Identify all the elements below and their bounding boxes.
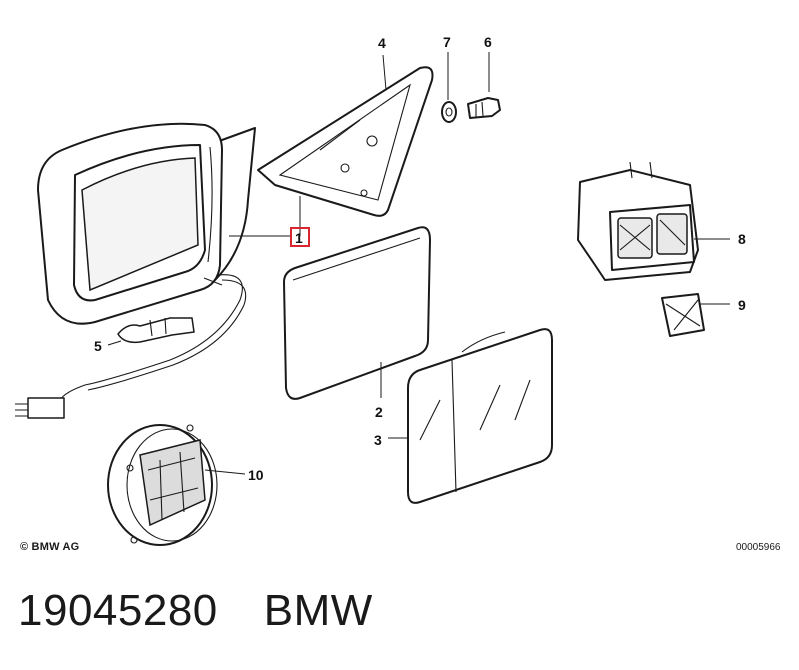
cable-clip	[117, 317, 195, 344]
switch-button	[661, 293, 705, 337]
callout-10: 10	[248, 467, 264, 483]
wiring-harness	[15, 274, 247, 419]
copyright-notice: © BMW AG	[20, 541, 80, 553]
callout-6: 6	[484, 34, 492, 50]
washer	[441, 101, 457, 123]
brand-name: BMW	[263, 586, 373, 635]
part-caption: 19045280 BMW	[18, 586, 373, 636]
callout-2: 2	[375, 404, 383, 420]
mirror-switch	[577, 161, 699, 281]
callout-9: 9	[738, 297, 746, 313]
mirror-housing	[37, 122, 256, 325]
callout-8: 8	[738, 231, 746, 247]
bolt	[467, 97, 501, 119]
mirror-motor	[107, 424, 218, 546]
callout-3: 3	[374, 432, 382, 448]
callout-1: 1	[295, 230, 303, 246]
highlighted-callout-box	[290, 227, 310, 247]
part-number: 19045280	[18, 586, 218, 635]
mirror-glass-flat	[283, 226, 431, 400]
drawing-number: 00005966	[736, 542, 781, 553]
leader-lines	[107, 52, 730, 475]
parts-diagram: 1 2 3 4 5 6 7 8 9 10	[15, 34, 746, 546]
mirror-glass-aspheric	[407, 328, 553, 504]
callout-5: 5	[94, 338, 102, 354]
callout-7: 7	[443, 34, 451, 50]
callout-4: 4	[378, 35, 386, 51]
mirror-base-plate	[257, 66, 434, 217]
